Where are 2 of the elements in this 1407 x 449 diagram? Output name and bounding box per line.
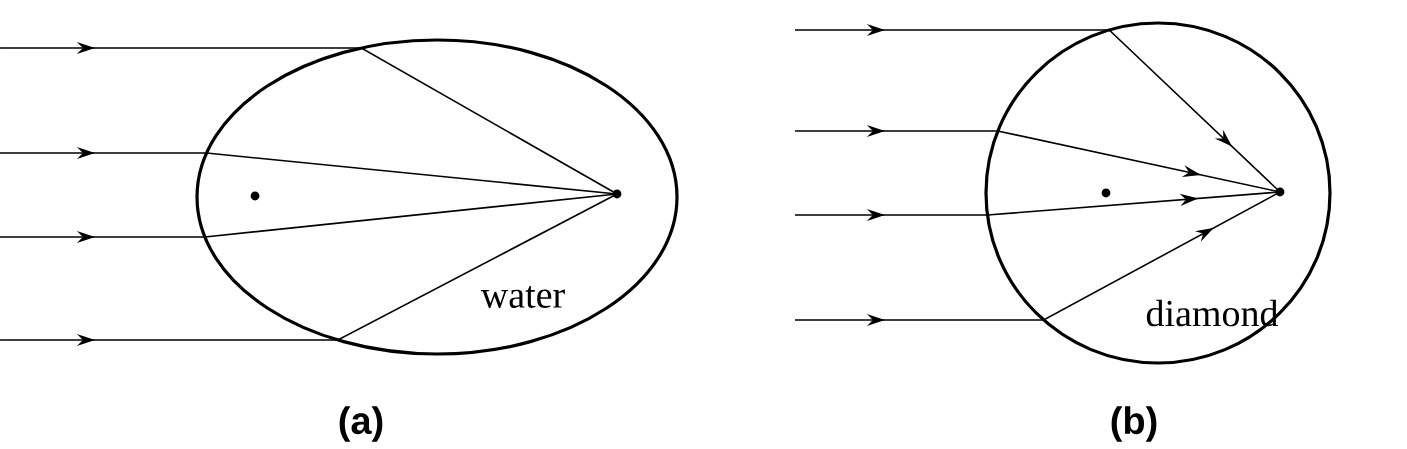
- panel-label: (a): [339, 406, 383, 442]
- panel-label: (b): [1111, 406, 1157, 442]
